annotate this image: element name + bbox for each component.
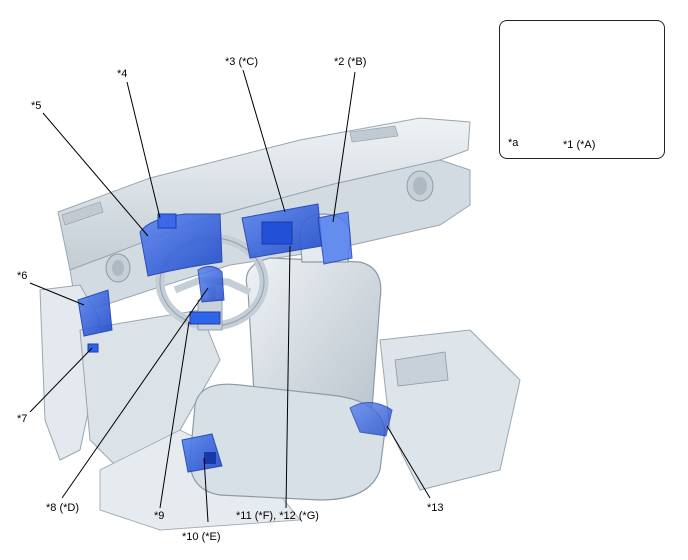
label-10: *10 (*E) xyxy=(182,531,221,543)
label-4: *4 xyxy=(117,68,128,80)
label-2: *2 (*B) xyxy=(334,56,367,68)
inset-frame xyxy=(499,20,665,159)
label-11-12: *11 (*F), *12 (*G) xyxy=(236,510,319,522)
label-13: *13 xyxy=(427,502,444,514)
label-5: *5 xyxy=(31,100,42,112)
highlighted-components xyxy=(77,203,393,473)
label-9: *9 xyxy=(154,510,165,522)
label-1: *1 (*A) xyxy=(563,139,596,151)
center-console xyxy=(379,329,521,491)
label-7: *7 xyxy=(17,413,28,425)
leader-lines xyxy=(29,69,431,523)
label-a: *a xyxy=(508,137,519,149)
label-3: *3 (*C) xyxy=(225,56,259,68)
label-6: *6 xyxy=(17,270,28,282)
label-8: *8 (*D) xyxy=(46,502,80,514)
